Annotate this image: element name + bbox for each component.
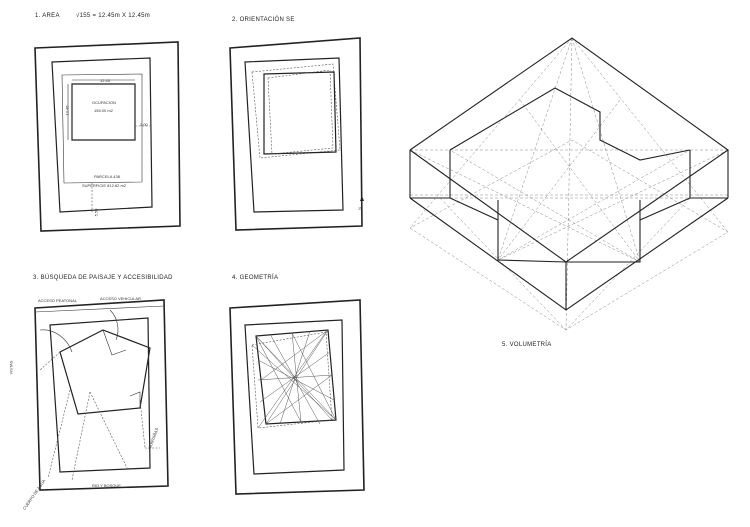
- acceso-peatonal-label: ACCESO PEATONAL: [38, 298, 77, 303]
- panel-2-orientation-drawing: [229, 37, 364, 231]
- parcela-label: PARCELA 438: [94, 174, 120, 179]
- panel-1-area-drawing: [34, 41, 181, 232]
- north-label: N: [356, 207, 362, 210]
- area-formula: √155 = 12.45m X 12.45m: [76, 13, 151, 19]
- geometry-web: [251, 329, 337, 429]
- acceso-vehicular-label: ACCESO VEHICULAR: [100, 296, 141, 301]
- superficie-label: SUPERFICIE 812.62 m2: [82, 183, 127, 188]
- dim-bottom: 5.50: [93, 208, 99, 217]
- panel-5-volumetry-drawing: [409, 37, 729, 331]
- panel-3-title: 3. BÚSQUEDA DE PAISAJE Y ACCESIBILIDAD: [33, 275, 173, 281]
- panel-1-title: 1. AREA: [35, 13, 60, 19]
- dim-right: 3.00: [140, 122, 148, 127]
- panel-4-title: 4. GEOMETRÍA: [232, 275, 279, 281]
- ocupacion-label: OCUPACION: [92, 100, 116, 105]
- vistas-label: VISTAS: [8, 360, 14, 375]
- dim-left: 12.45: [64, 105, 70, 116]
- panel-5-title: 5. VOLUMETRÍA: [502, 342, 552, 348]
- dim-top: 12.45: [100, 78, 111, 83]
- panel-3-landscape-drawing: [34, 299, 169, 491]
- rio-bosque-label: RIO Y BOSQUE: [92, 483, 121, 488]
- panel-2-title: 2. ORIENTACIÓN SE: [232, 17, 295, 23]
- ocupacion-value: 155.00 m2: [94, 108, 113, 113]
- panel-4-geometry-drawing: [229, 299, 365, 495]
- volumetry-construction-lines: [409, 37, 729, 331]
